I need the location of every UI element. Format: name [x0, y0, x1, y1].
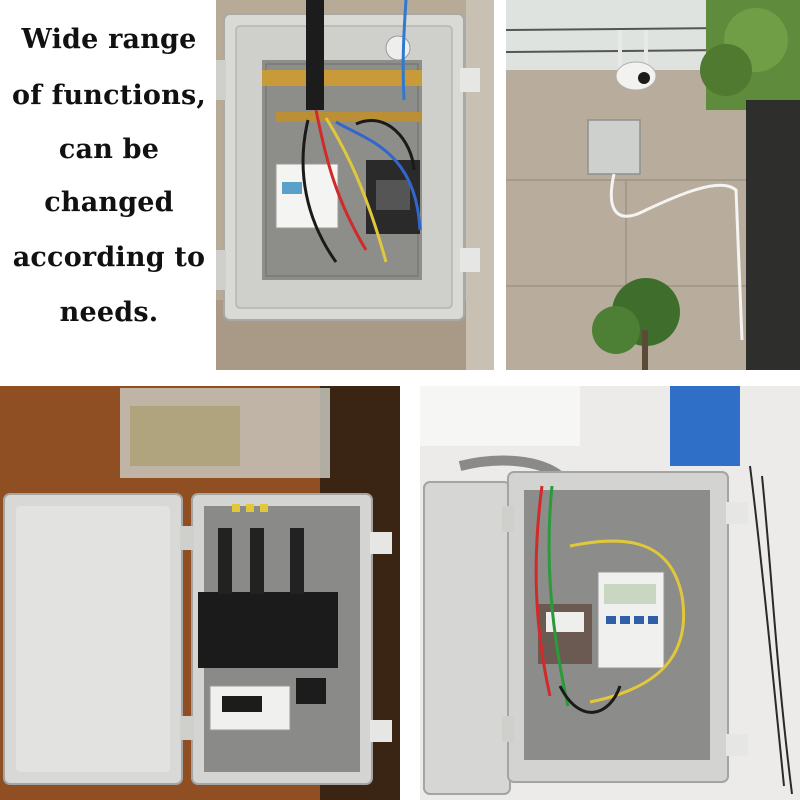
wall-camera-photo — [506, 0, 800, 370]
enclosure-breaker-photo — [216, 0, 494, 370]
caption-line-2: of functions, — [12, 80, 206, 111]
caption-line-5: according to — [12, 242, 206, 273]
caption-block: Wide range of functions, can be changed … — [0, 0, 218, 370]
timer-contactor-icon — [420, 386, 800, 800]
caption-line-4: changed — [44, 187, 174, 218]
timer-contactor-photo — [420, 386, 800, 800]
wall-camera-icon — [506, 0, 800, 370]
caption-line-6: needs. — [59, 297, 159, 328]
enclosure-breaker-icon — [216, 0, 494, 370]
router-box-photo — [0, 386, 400, 800]
caption-line-1: Wide range — [21, 24, 197, 55]
caption-line-3: can be — [58, 134, 160, 165]
router-box-icon — [0, 386, 400, 800]
